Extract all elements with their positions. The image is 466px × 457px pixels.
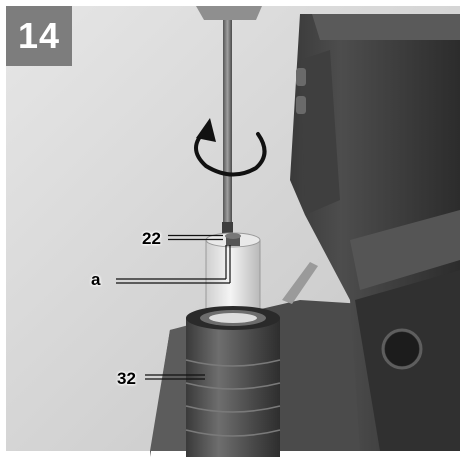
leader-lines xyxy=(116,234,231,380)
callout-label-22: 22 xyxy=(142,229,161,248)
rotate-clockwise-arrow-icon xyxy=(194,118,267,177)
step-number-badge: 14 xyxy=(6,6,72,66)
callout-label-32: 32 xyxy=(117,369,136,388)
callout-label-a: a xyxy=(91,270,101,289)
